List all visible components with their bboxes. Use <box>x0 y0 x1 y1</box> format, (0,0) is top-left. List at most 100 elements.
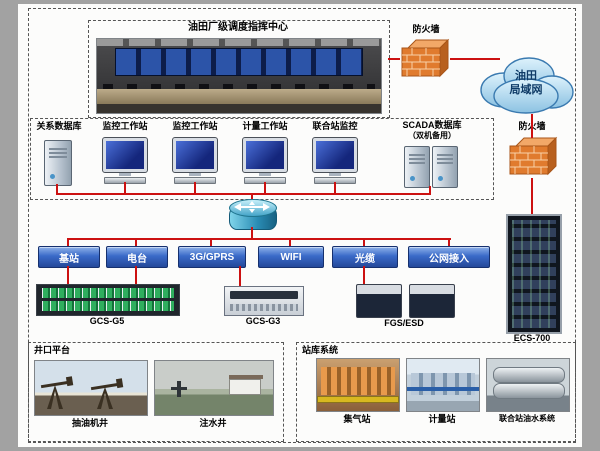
link-wifi: WIFI <box>258 246 324 268</box>
metering-pipe <box>407 387 479 391</box>
injection-well-photo <box>154 360 274 416</box>
control-room-monitors <box>103 84 375 93</box>
fgs-unit <box>409 284 455 318</box>
monitor-screen <box>312 137 358 173</box>
router-arrows-icon <box>234 201 270 213</box>
metering-floor <box>407 401 479 411</box>
line-base-to-gcsg5 <box>67 266 69 284</box>
line-center-to-firewall <box>388 58 400 60</box>
gas-station-pipes <box>321 367 395 395</box>
injection-well-label: 注水井 <box>199 418 227 428</box>
line-firewall2-to-ecs700 <box>531 178 533 214</box>
line-panel-collector <box>56 193 431 195</box>
oil-tank <box>493 383 565 399</box>
injection-building <box>229 379 261 395</box>
combined-station-photo <box>486 358 570 412</box>
label-monitor-ws-2: 监控工作站 <box>172 121 218 131</box>
router-icon <box>229 199 277 230</box>
line-bus-drop-radio <box>135 238 137 246</box>
label-combined-monitor: 联合站监控 <box>312 121 358 131</box>
gcs-g3-terminals <box>230 304 298 311</box>
link-radio: 电台 <box>106 246 168 268</box>
injection-building-roof <box>229 375 263 379</box>
monitor-base <box>329 172 341 176</box>
gas-station-pipeline <box>317 396 399 403</box>
label-monitor-ws-1: 监控工作站 <box>102 121 148 131</box>
monitor-base <box>189 172 201 176</box>
monitor-screen <box>102 137 148 173</box>
monitor-base <box>259 172 271 176</box>
label-metering-ws: 计量工作站 <box>242 121 288 131</box>
control-room-ceiling <box>97 39 381 46</box>
line-ws2-drop <box>194 182 196 193</box>
workstation-monitor-icon <box>102 137 148 184</box>
line-bus-drop-base <box>67 238 69 246</box>
database-server-icon <box>44 140 72 186</box>
line-ws1-drop <box>124 182 126 193</box>
firewall-top-label: 防火墙 <box>412 24 440 34</box>
metering-station-photo <box>406 358 480 412</box>
line-bus-drop-wifi <box>289 238 291 246</box>
gcs-g5-module-row <box>42 301 174 311</box>
line-collector-to-router <box>251 193 253 201</box>
ecs-700-cabinet <box>506 214 562 334</box>
monitor-screen <box>242 137 288 173</box>
line-bus-drop-fiber <box>363 238 365 246</box>
pumpjack-well-label: 抽油机井 <box>71 418 108 428</box>
monitor-base <box>119 172 131 176</box>
combined-station-label: 联合站油水系统 <box>499 414 555 423</box>
workstation-monitor-icon <box>172 137 218 184</box>
metering-equipment <box>411 373 475 395</box>
link-public-network: 公网接入 <box>408 246 490 268</box>
control-room-photo <box>96 38 382 114</box>
lan-cloud-label-line2: 局域网 <box>509 84 543 96</box>
gcs-g5-device <box>36 284 180 316</box>
injection-valve <box>171 387 187 390</box>
gas-station-photo <box>316 358 400 412</box>
gas-station-label: 集气站 <box>343 414 371 424</box>
gcs-g3-device <box>224 286 304 316</box>
lan-cloud-label: 油田 局域网 <box>474 50 578 118</box>
link-3g-gprs: 3G/GPRS <box>178 246 246 268</box>
pumpjack-silhouettes <box>40 376 124 409</box>
gcs-g3-display <box>230 291 298 299</box>
station-box-title: 站库系统 <box>302 345 339 355</box>
workstation-monitor-icon <box>242 137 288 184</box>
line-bus-drop-public <box>448 238 450 246</box>
line-radio-to-gcsg5 <box>135 266 137 284</box>
lan-cloud-icon <box>480 57 574 114</box>
link-fiber: 光缆 <box>332 246 398 268</box>
scada-server-icon-2 <box>432 146 458 188</box>
gcs-g3-label: GCS-G3 <box>245 316 281 326</box>
line-ws3-drop <box>264 182 266 193</box>
label-scada-db-sub: （双机备用） <box>408 131 456 140</box>
line-db-drop <box>56 184 58 193</box>
line-gprs-to-gcsg3 <box>239 266 241 286</box>
scada-server-icon-1 <box>404 146 430 188</box>
line-scada-drop <box>429 186 431 193</box>
fgs-unit <box>356 284 402 318</box>
outer-dashed-border <box>28 8 576 443</box>
line-cloud-to-firewall2 <box>531 114 533 138</box>
oil-tank <box>493 367 565 383</box>
control-room-screen-wall <box>115 48 363 76</box>
wellhead-box-title: 井口平台 <box>34 345 71 355</box>
line-comm-bus <box>67 238 451 240</box>
control-center-box <box>88 20 390 118</box>
firewall-icon <box>401 38 450 78</box>
monitor-screen <box>172 137 218 173</box>
control-center-title: 油田厂级调度指挥中心 <box>188 22 288 33</box>
workstation-monitor-icon <box>312 137 358 184</box>
metering-station-label: 计量站 <box>428 414 456 424</box>
link-base-station: 基站 <box>38 246 100 268</box>
fgs-esd-label: FGS/ESD <box>384 318 424 328</box>
line-router-to-bus <box>251 227 253 238</box>
control-room-desks <box>97 89 381 104</box>
line-bus-drop-gprs <box>210 238 212 246</box>
label-relational-db: 关系数据库 <box>36 121 82 131</box>
label-scada-db: SCADA数据库 <box>402 120 462 130</box>
gcs-g5-module-row <box>42 288 174 298</box>
ecs-700-label: ECS-700 <box>513 333 551 343</box>
line-fiber-to-fgs <box>363 266 365 284</box>
